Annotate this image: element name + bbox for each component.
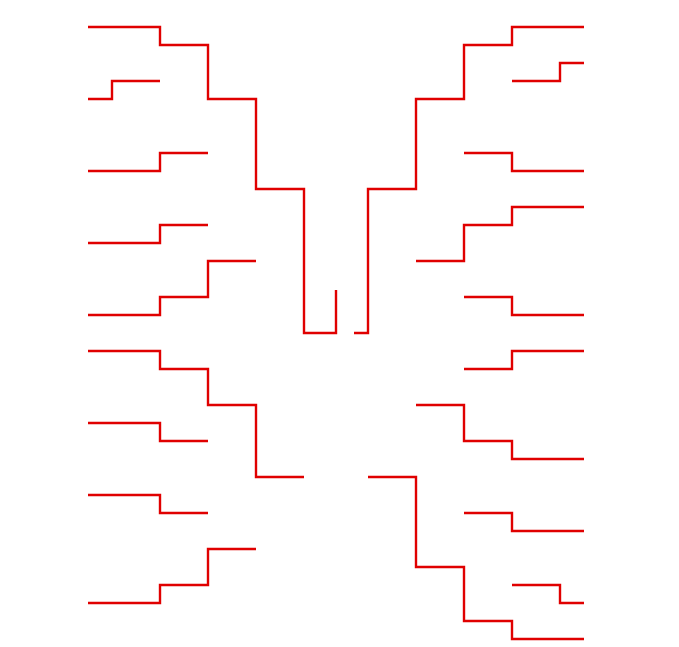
- right-upper-connector-3: [464, 151, 584, 173]
- left-upper-connector-1: [88, 25, 338, 335]
- right-upper-connector-5: [464, 295, 584, 317]
- left-upper-connector-5: [88, 259, 256, 317]
- left-upper-connector-4: [88, 223, 208, 245]
- right-lower-connector-1: [464, 349, 584, 371]
- right-upper-connector-2: [512, 61, 584, 83]
- left-lower-connector-1: [88, 349, 304, 479]
- left-upper-connector-3: [88, 151, 208, 173]
- right-lower-connector-5: [512, 583, 584, 605]
- right-lower-connector-3: [464, 511, 584, 533]
- right-upper-connector-1: [354, 25, 584, 335]
- left-lower-connector-2: [88, 421, 208, 443]
- left-upper-connector-2: [88, 79, 160, 101]
- right-lower-connector-2: [416, 403, 584, 461]
- left-lower-connector-4: [88, 547, 256, 605]
- left-lower-connector-3: [88, 493, 208, 515]
- right-lower-connector-4: [368, 475, 584, 641]
- right-upper-connector-4: [416, 205, 584, 263]
